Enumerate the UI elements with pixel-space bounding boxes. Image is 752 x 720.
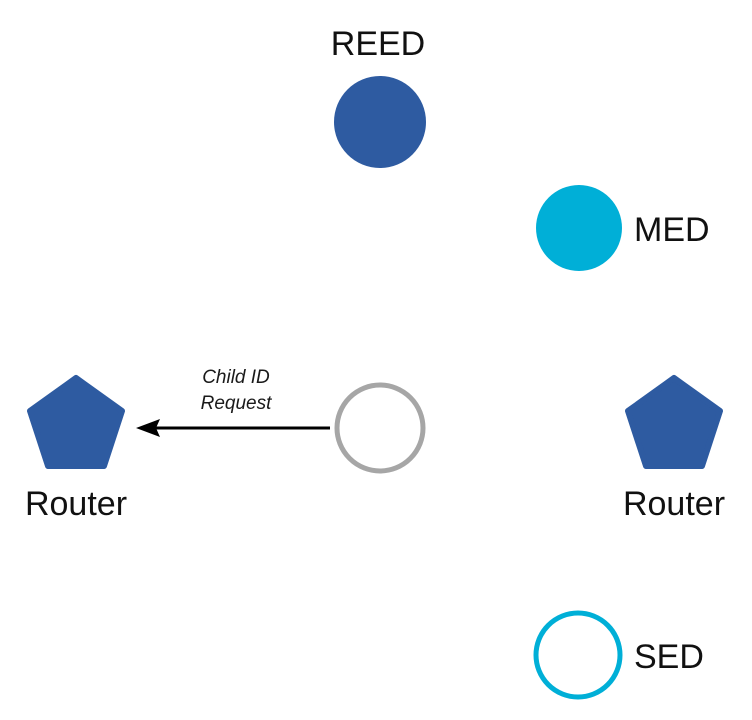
node-label-router-left: Router xyxy=(25,485,127,523)
node-label-med: MED xyxy=(634,211,710,249)
node-sed[interactable]: SED xyxy=(533,610,704,700)
edge-child-id-request: Child ID Request xyxy=(136,367,330,437)
joining-device-circle-icon[interactable] xyxy=(334,382,426,474)
node-label-reed: REED xyxy=(331,25,425,63)
node-med[interactable]: MED xyxy=(536,185,710,271)
med-circle-icon[interactable] xyxy=(536,185,622,271)
node-router-right[interactable]: Router xyxy=(623,375,725,523)
node-label-sed: SED xyxy=(634,638,704,676)
node-reed[interactable]: REED xyxy=(331,25,426,168)
router-right-pentagon-icon[interactable] xyxy=(625,375,723,469)
reed-circle-icon[interactable] xyxy=(334,76,426,168)
node-joining-device[interactable] xyxy=(334,382,426,474)
arrowhead-icon xyxy=(136,419,160,437)
edge-label-child-id-request-line2: Request xyxy=(201,393,272,414)
node-label-router-right: Router xyxy=(623,485,725,523)
router-left-pentagon-icon[interactable] xyxy=(27,375,125,469)
edge-label-child-id-request-line1: Child ID xyxy=(202,367,270,388)
node-router-left[interactable]: Router xyxy=(25,375,127,523)
sed-circle-icon[interactable] xyxy=(533,610,623,700)
